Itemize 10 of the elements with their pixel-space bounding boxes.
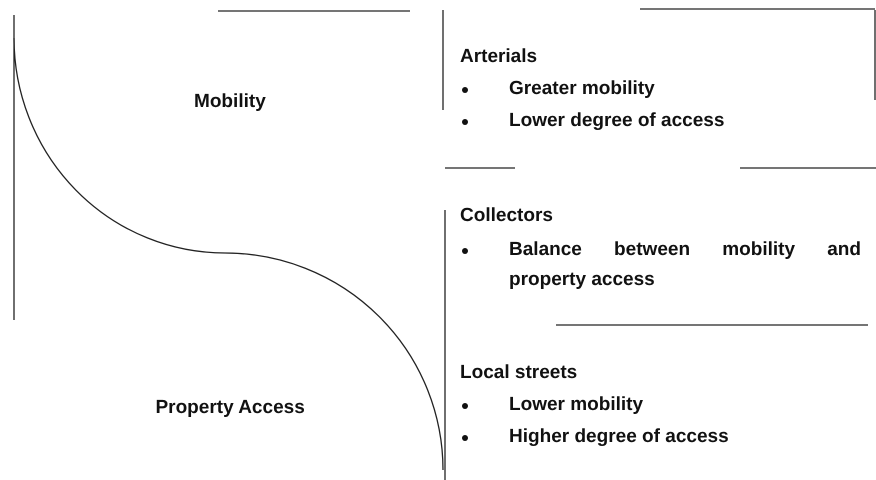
category-heading: Collectors: [460, 204, 553, 228]
bullet-item: Balance between mobility and property access: [509, 238, 861, 292]
bullet-item: Lower mobility: [509, 393, 644, 417]
bullet-item: Lower degree of access: [509, 109, 724, 133]
category-heading: Arterials: [460, 45, 538, 69]
region-label: Mobility: [194, 90, 266, 114]
category-heading: Local streets: [460, 361, 578, 385]
region-label: Property Access: [156, 396, 305, 420]
bullet-item: Higher degree of access: [509, 425, 729, 449]
bullet-item: Greater mobility: [509, 77, 655, 101]
